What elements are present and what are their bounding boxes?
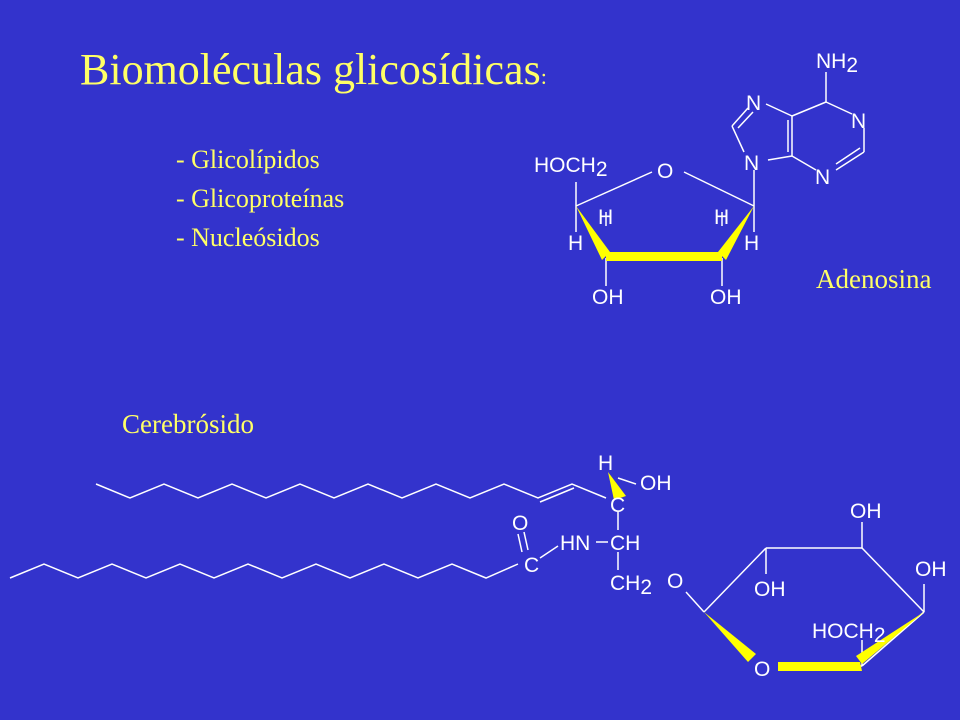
- adenosine-caption: Adenosina: [816, 264, 932, 294]
- adenosine-oh-left-label: OH: [592, 286, 624, 309]
- adenosine-oh-right-label: OH: [710, 286, 742, 309]
- cerebroside-carbonyl-o-label: O: [512, 512, 528, 535]
- adenosine-n7-label: N: [746, 92, 761, 115]
- cerebroside-structure: [9, 477, 925, 667]
- slide-title-colon: :: [540, 64, 547, 89]
- cerebroside-atom-labels: H OH C O C HN CH CH2 O OH OH OH HOCH2 O: [512, 452, 947, 681]
- cerebroside-sugar-oh-right-label: OH: [915, 558, 947, 581]
- cerebroside-caption: Cerebrósido: [122, 409, 254, 439]
- adenosine-nh2-label: NH2: [816, 50, 858, 77]
- list-item-glicolipidos: - Glicolípidos: [176, 145, 320, 174]
- cerebroside-c-upper-label: C: [610, 494, 625, 517]
- cerebroside-ch-label: CH: [610, 532, 640, 555]
- biomolecule-list: - Glicolípidos - Glicoproteínas - Nucleó…: [176, 140, 344, 257]
- adenosine-hoch2-label: HOCH2: [534, 154, 608, 181]
- sphingosine-chain: [95, 483, 607, 499]
- cerebroside-hn-label: HN: [560, 532, 590, 555]
- fatty-acid-chain: [9, 563, 519, 579]
- cerebroside-sugar-oh-left-label: OH: [754, 578, 786, 601]
- cerebroside-sugar-oh-top-label: OH: [850, 500, 882, 523]
- cerebroside-hoch2-label: HOCH2: [812, 620, 886, 647]
- list-item-nucleosidos: - Nucleósidos: [176, 223, 320, 252]
- adenosine-h-c1-label: H: [744, 232, 759, 255]
- slide-title-text: Biomoléculas glicosídicas: [80, 45, 541, 94]
- adenosine-atom-labels: NH2 N N N N HOCH2 O H H H H OH OH: [534, 50, 866, 309]
- adenosine-n9-label: N: [744, 152, 759, 175]
- cerebroside-h-label: H: [598, 452, 613, 475]
- adenosine-h-c4-label: H: [568, 232, 583, 255]
- adenosine-n1-label: N: [851, 110, 866, 133]
- adenosine-h-c2-up-label: H: [714, 206, 729, 229]
- slide-title: Biomoléculas glicosídicas:: [80, 44, 547, 95]
- adenosine-wedges: [576, 206, 754, 261]
- cerebroside-link-oxygen-label: O: [667, 570, 683, 593]
- cerebroside-carbonyl-c-label: C: [524, 554, 539, 577]
- list-item-glicoproteinas: - Glicoproteínas: [176, 184, 345, 213]
- adenosine-structure: [575, 72, 865, 286]
- adenosine-h-c3-up-label: H: [598, 206, 613, 229]
- adenosine-ring-oxygen-label: O: [657, 160, 673, 183]
- cerebroside-oh-top-label: OH: [640, 472, 672, 495]
- adenosine-n3-label: N: [815, 166, 830, 189]
- cerebroside-ring-oxygen-label: O: [754, 658, 770, 681]
- cerebroside-ch2-label: CH2: [610, 572, 652, 599]
- cerebroside-wedges: [608, 472, 924, 671]
